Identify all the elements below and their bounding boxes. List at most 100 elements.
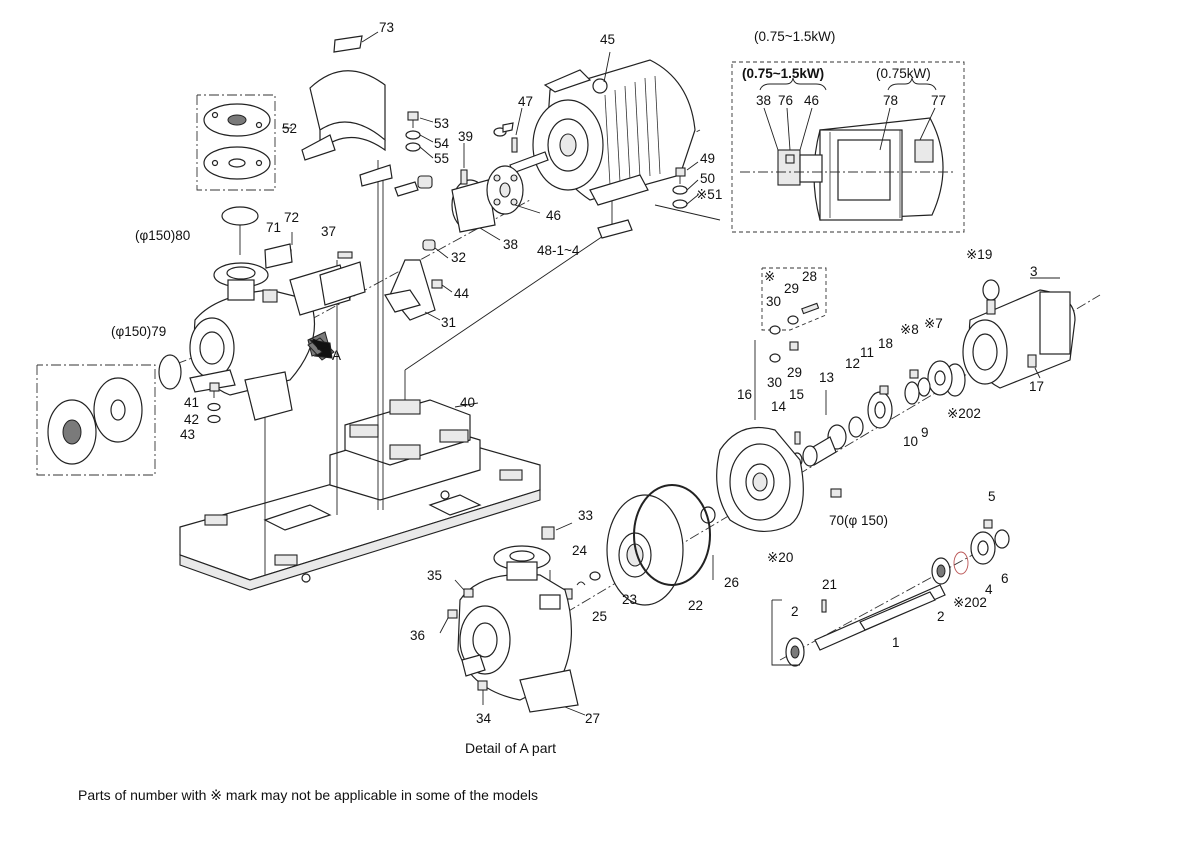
base-plate [179,399,541,591]
label-7: ※7 [924,316,943,331]
label-15: 15 [789,387,804,402]
label-202b: ※202 [953,595,987,610]
label-38: 38 [503,237,518,252]
label-2a: 2 [937,609,945,624]
view-arrow-a [308,338,333,359]
label-53: 53 [434,116,449,131]
label-47: 47 [518,94,533,109]
motor-variant-label-76: 76 [778,93,793,108]
shaft-assembly [771,519,1010,667]
footnote: Parts of number with ※ mark may not be a… [78,787,538,803]
flange-detail-52 [196,94,292,191]
seal-and-bearing-parts [791,360,966,468]
label-20: ※20 [767,550,793,565]
label-6: 6 [1001,571,1009,586]
motor-variant-group-left: (0.75~1.5kW) [742,66,824,81]
coupling-guard-73 [301,31,393,187]
label-8: ※8 [900,322,919,337]
label-10: 10 [903,434,918,449]
optional-parts-box [761,267,827,363]
label-55: 55 [434,151,449,166]
label-31: 31 [441,315,456,330]
label-48: 48-1~4 [537,243,580,258]
label-45: 45 [600,32,615,47]
casing-cover-16 [700,426,842,533]
label-30b: 30 [767,375,782,390]
motor-variant-group-right: (0.75kW) [876,66,931,81]
label-13: 13 [819,370,834,385]
label-70: 70(φ 150) [829,513,888,528]
motor-variant-label-77: 77 [931,93,946,108]
label-14: 14 [771,399,787,414]
coupling-halves [394,165,541,241]
label-37: 37 [321,224,336,239]
label-12: 12 [845,356,860,371]
detail-a-caption: Detail of A part [465,740,557,756]
label-3: 3 [1030,264,1038,279]
label-1: 1 [892,635,900,650]
motor-variant-box [731,61,965,233]
label-34: 34 [476,711,492,726]
label-71: 71 [266,220,281,235]
label-50: 50 [700,171,715,186]
assembly-guide-lines [264,160,756,600]
label-9: 9 [921,425,929,440]
flange-detail-box [36,364,156,476]
label-46: 46 [546,208,561,223]
label-24: 24 [572,543,588,558]
label-202a: ※202 [947,406,981,421]
motor-variant-title: (0.75~1.5kW) [754,29,835,44]
shim-48 [597,219,633,239]
label-28: 28 [802,269,817,284]
label-2b: 2 [791,604,799,619]
label-21: 21 [822,577,837,592]
label-5: 5 [988,489,996,504]
label-22: 22 [688,598,703,613]
label-16: 16 [737,387,752,402]
label-mark-box: ※ [764,269,775,284]
label-36: 36 [410,628,425,643]
label-52: 52 [282,121,297,136]
hardware-bolts-top [405,107,721,221]
label-11: 11 [860,345,874,360]
label-42: 42 [184,412,199,427]
label-view-a: A [332,348,341,363]
label-26: 26 [724,575,739,590]
label-32: 32 [451,250,466,265]
flange-gasket-79 [158,354,182,390]
label-29a: 29 [784,281,799,296]
label-27: 27 [585,711,600,726]
label-23: 23 [622,592,637,607]
label-18: 18 [878,336,893,351]
motor-45 [509,51,696,206]
pump-casing-27 [439,522,714,716]
bolts-41-43 [207,382,221,424]
bearing-housing-3 [962,277,1076,389]
label-17: 17 [1029,379,1044,394]
label-73: 73 [379,20,394,35]
pump-assembly [189,249,366,421]
label-44: 44 [454,286,470,301]
label-40: 40 [460,395,475,410]
label-41: 41 [184,395,199,410]
label-39: 39 [458,129,473,144]
label-25: 25 [592,609,607,624]
motor-variant-label-78: 78 [883,93,898,108]
label-29b: 29 [787,365,802,380]
label-79: (φ150)79 [111,324,166,339]
label-54: 54 [434,136,450,151]
callout-labels: 73 45 52 53 54 55 39 47 49 50 ※51 46 38 … [111,20,1044,726]
label-49: 49 [700,151,715,166]
label-33: 33 [578,508,593,523]
label-43: 43 [180,427,195,442]
label-51: ※51 [696,187,722,202]
motor-variant-label-46: 46 [804,93,819,108]
impeller-22 [562,484,711,606]
label-72: 72 [284,210,299,225]
label-4: 4 [985,582,993,597]
motor-variant-label-38: 38 [756,93,771,108]
label-19: ※19 [966,247,992,262]
label-30a: 30 [766,294,781,309]
label-80: (φ150)80 [135,228,190,243]
